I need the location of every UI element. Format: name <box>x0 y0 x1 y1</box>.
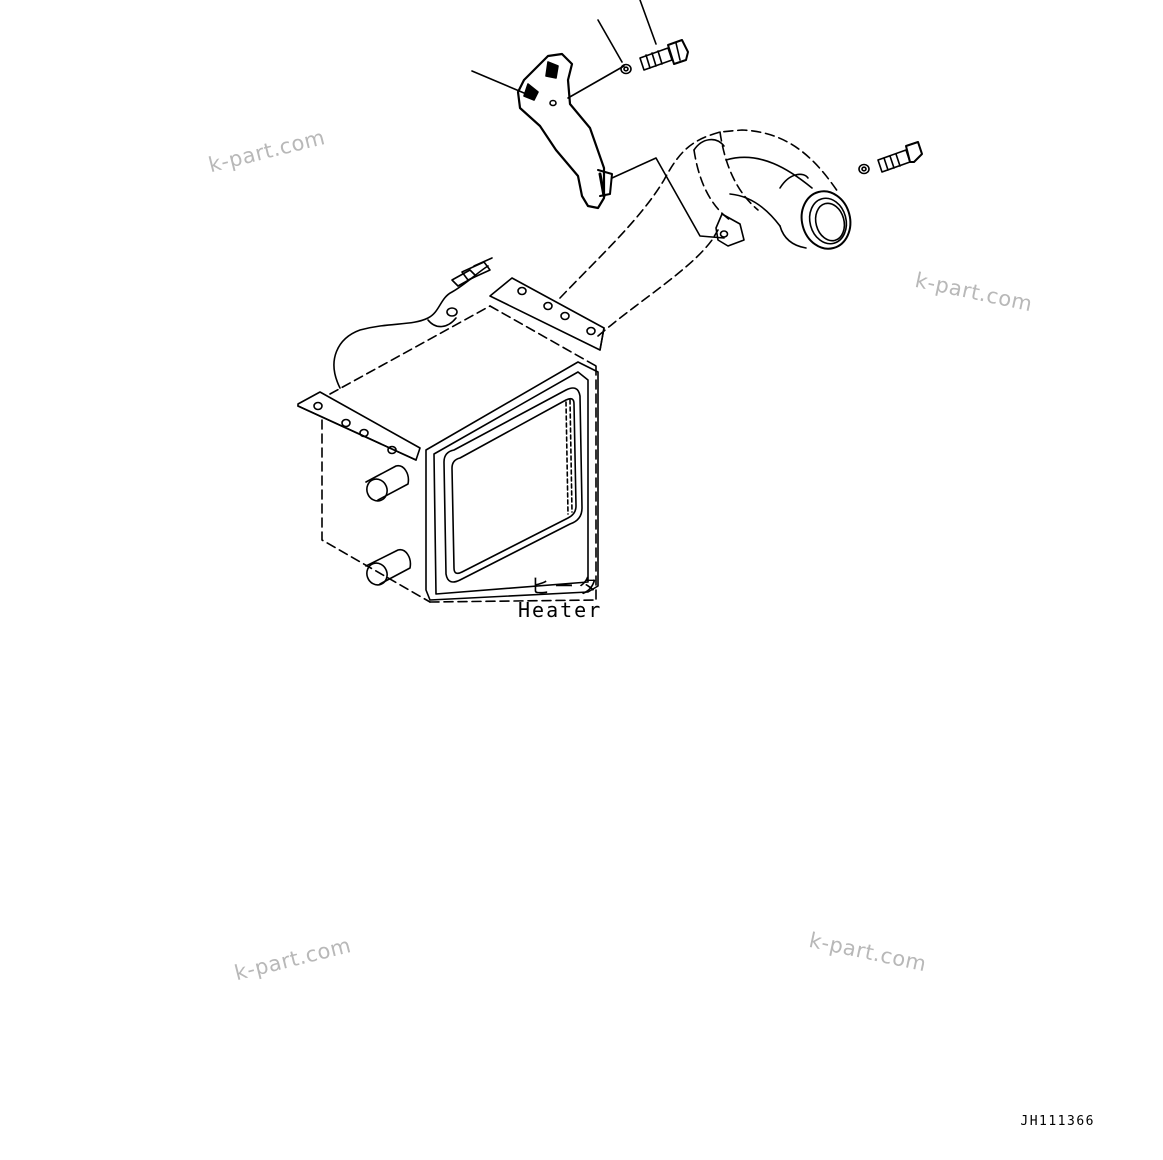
washer-right <box>858 163 870 175</box>
heater-label-jp: ヒータ <box>530 574 602 598</box>
heater-unit <box>297 257 605 603</box>
leader-lines <box>471 0 725 239</box>
heater-label-en: Heater <box>518 598 603 622</box>
washer-top <box>620 63 632 75</box>
bolt-top <box>639 39 689 71</box>
drawing-id: JH111366 <box>1020 1114 1095 1129</box>
bolt-right <box>877 141 923 173</box>
duct-outlet <box>693 138 852 250</box>
mounting-bracket <box>516 52 613 210</box>
